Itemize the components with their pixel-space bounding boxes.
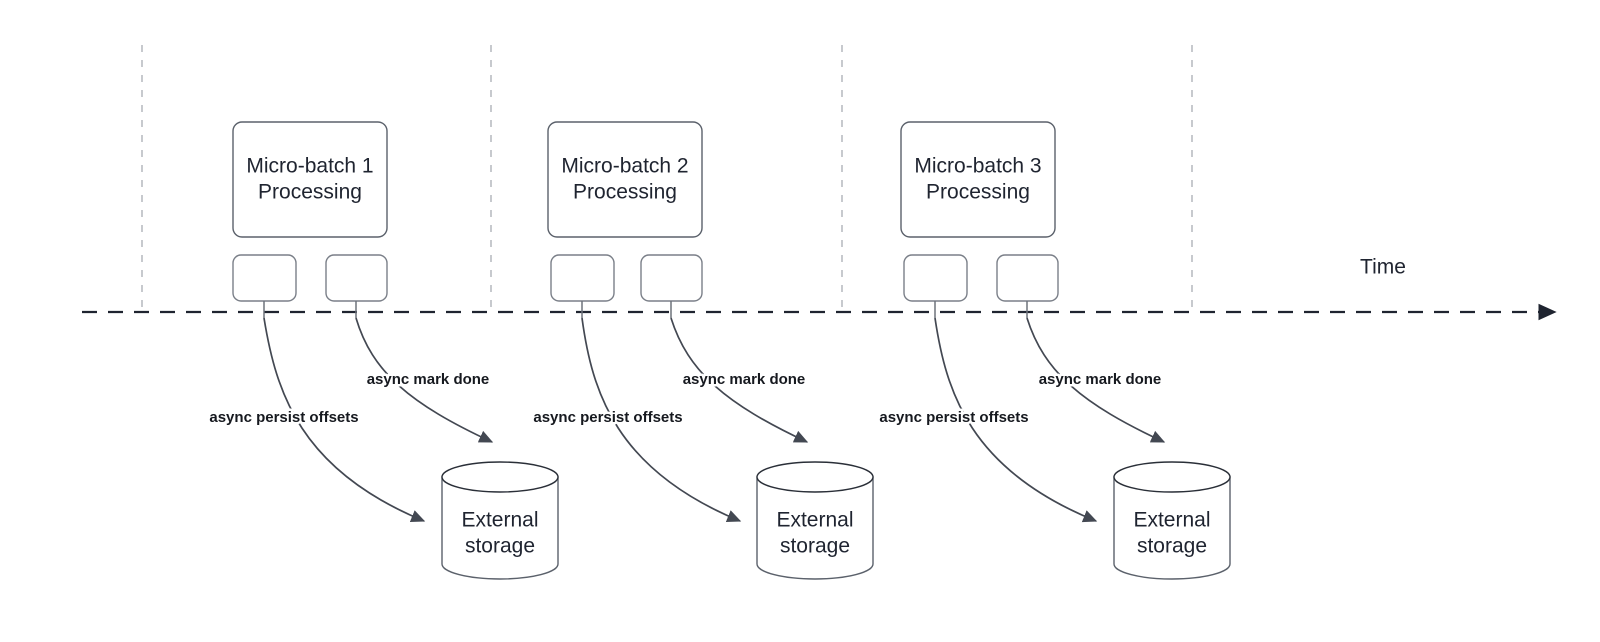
edge-mark-done-2	[670, 317, 809, 443]
cylinder-top-1	[441, 461, 559, 493]
storage-subtitle-1: storage	[465, 535, 535, 558]
edge-label-persist-offsets-1: async persist offsets	[209, 409, 358, 426]
cylinder-top-2	[756, 461, 874, 493]
cylinder-body-3	[1113, 476, 1231, 580]
micro-batch-title-3: Micro-batch 3	[914, 155, 1041, 178]
offset-commit-task-3[interactable]	[903, 254, 968, 302]
edge-persist-offsets-3	[934, 317, 1098, 523]
edge-label-mark-done-1: async mark done	[367, 371, 490, 388]
time-axis: Time	[82, 256, 1557, 321]
edge-mark-done-1	[355, 317, 494, 443]
external-storage-1[interactable]: External storage	[441, 461, 559, 580]
micro-batch-title-1: Micro-batch 1	[246, 155, 373, 178]
micro-batch-title-2: Micro-batch 2	[561, 155, 688, 178]
group-2: Micro-batch 2 Processing async persist o…	[531, 121, 874, 580]
cylinder-body-2	[756, 476, 874, 580]
mark-done-task-1[interactable]	[325, 254, 388, 302]
storage-subtitle-3: storage	[1137, 535, 1207, 558]
cylinder-body-1	[441, 476, 559, 580]
offset-commit-task-1[interactable]	[232, 254, 297, 302]
time-axis-label: Time	[1360, 256, 1406, 279]
offset-commit-task-2[interactable]	[550, 254, 615, 302]
micro-batch-subtitle-1: Processing	[258, 181, 362, 204]
edge-mark-done-3	[1026, 317, 1166, 443]
cylinder-top-3	[1113, 461, 1231, 493]
storage-title-2: External	[776, 509, 853, 532]
external-storage-2[interactable]: External storage	[756, 461, 874, 580]
edge-label-mark-done-3: async mark done	[1039, 371, 1162, 388]
micro-batch-subtitle-2: Processing	[573, 181, 677, 204]
edge-label-persist-offsets-3: async persist offsets	[879, 409, 1028, 426]
micro-batch-box-3[interactable]	[900, 121, 1056, 238]
edge-persist-offsets-2	[581, 317, 742, 523]
mark-done-task-2[interactable]	[640, 254, 703, 302]
micro-batch-subtitle-3: Processing	[926, 181, 1030, 204]
external-storage-3[interactable]: External storage	[1113, 461, 1231, 580]
micro-batch-box-1[interactable]	[232, 121, 388, 238]
group-1: Micro-batch 1 Processing async persist o…	[207, 121, 559, 580]
group-3: Micro-batch 3 Processing async persist o…	[877, 121, 1231, 580]
storage-title-3: External	[1133, 509, 1210, 532]
edge-label-persist-offsets-2: async persist offsets	[533, 409, 682, 426]
storage-subtitle-2: storage	[780, 535, 850, 558]
edge-label-mark-done-2: async mark done	[683, 371, 806, 388]
edge-persist-offsets-1	[263, 317, 426, 523]
mark-done-task-3[interactable]	[996, 254, 1059, 302]
storage-title-1: External	[461, 509, 538, 532]
micro-batch-box-2[interactable]	[547, 121, 703, 238]
